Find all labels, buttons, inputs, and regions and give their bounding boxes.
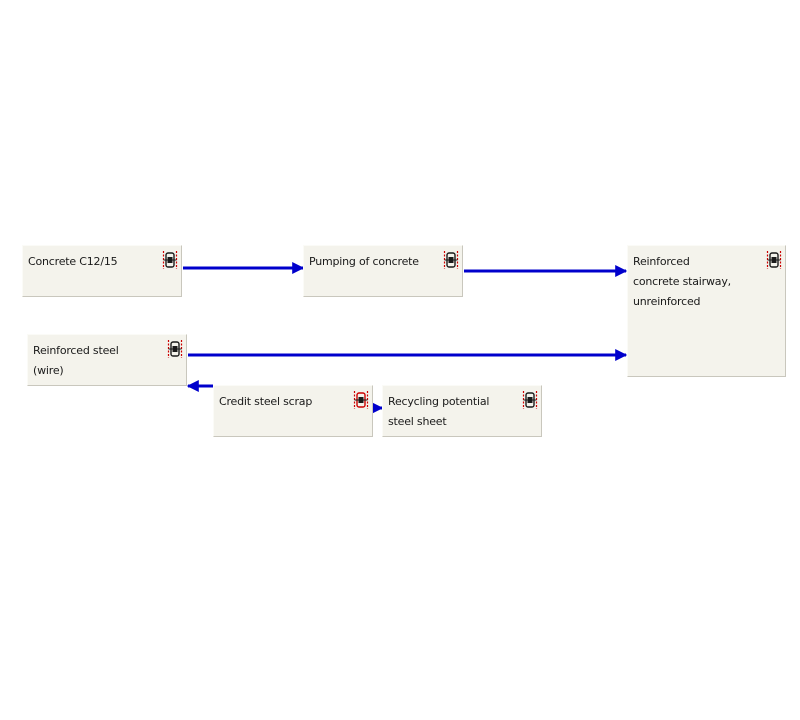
node-label: Reinforced concrete stairway, unreinforc… <box>633 255 731 308</box>
credit-process-icon <box>353 391 369 409</box>
node-label: Concrete C12/15 <box>28 255 118 268</box>
node-label: Credit steel scrap <box>219 395 313 408</box>
process-icon <box>162 251 178 269</box>
process-node-recycling-potential[interactable]: Recycling potential steel sheet <box>382 385 542 437</box>
process-node-reinforced-steel[interactable]: Reinforced steel (wire) <box>27 334 187 386</box>
process-node-stairway[interactable]: Reinforced concrete stairway, unreinforc… <box>627 245 786 377</box>
node-label: Pumping of concrete <box>309 255 419 268</box>
node-label: Recycling potential steel sheet <box>388 395 490 428</box>
node-label: Reinforced steel (wire) <box>33 344 119 377</box>
process-node-pumping[interactable]: Pumping of concrete <box>303 245 463 297</box>
process-icon <box>443 251 459 269</box>
process-node-concrete[interactable]: Concrete C12/15 <box>22 245 182 297</box>
process-icon <box>167 340 183 358</box>
process-icon <box>766 251 782 269</box>
process-icon <box>522 391 538 409</box>
process-node-credit-steel-scrap[interactable]: Credit steel scrap <box>213 385 373 437</box>
